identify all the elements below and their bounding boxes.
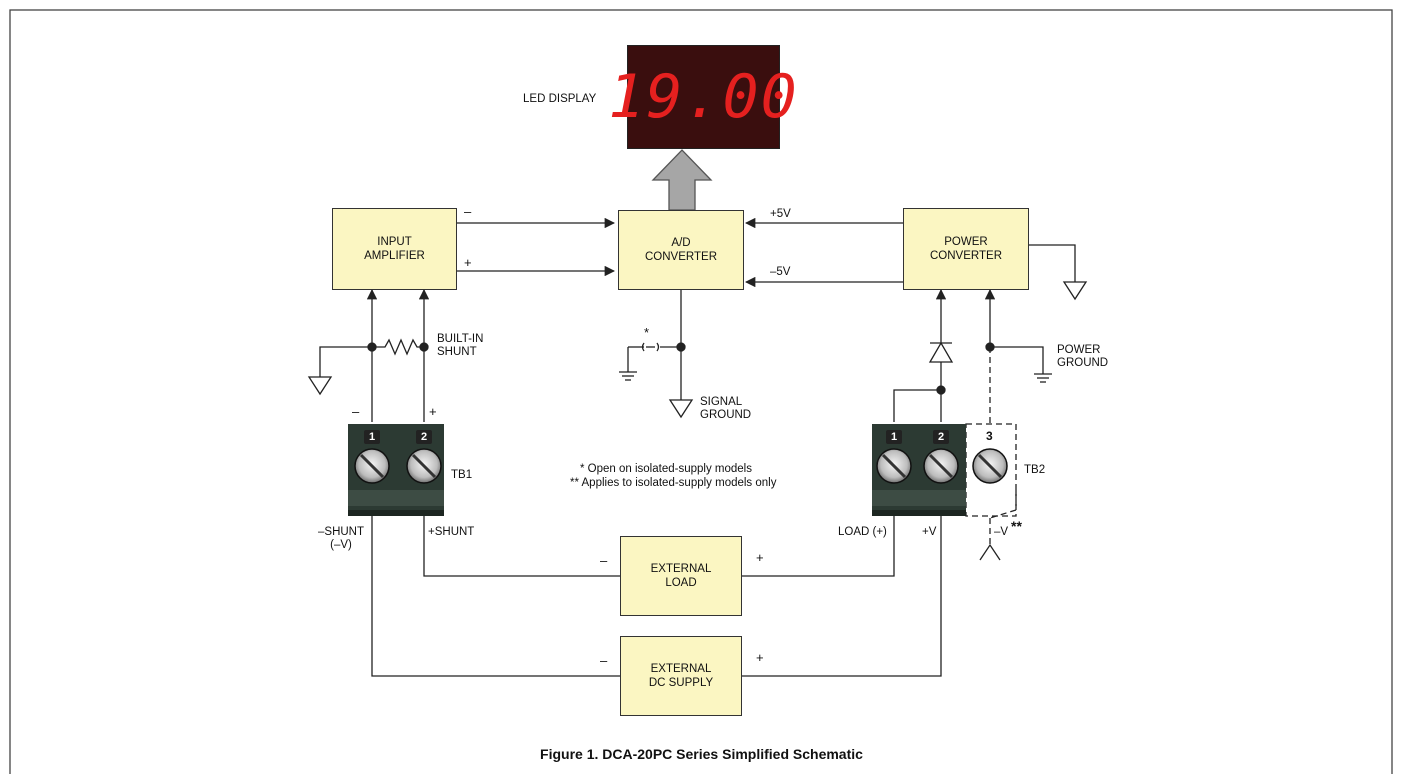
external-load-block: EXTERNAL LOAD [620,536,742,616]
ad-converter-block: A/D CONVERTER [618,210,744,290]
tb2-terminal-3: 3 [986,429,993,443]
led-display-label: LED DISPLAY [523,93,597,105]
tb2-label: TB2 [1024,464,1046,476]
star-marker: * [644,325,650,340]
power-converter-block: POWER CONVERTER [903,208,1029,290]
minus5v-label: –5V [770,266,791,278]
ad-converter-label: A/D CONVERTER [645,237,717,263]
external-load-label: EXTERNAL LOAD [650,563,712,589]
tb1-minus-sign: – [352,404,360,419]
supply-plus-sign: + [756,650,764,665]
double-star-marker: ** [1011,518,1022,534]
power-ground-label: POWER GROUND [1057,344,1109,369]
load-plus-label: LOAD (+) [838,526,887,538]
amp-plus-sign: + [464,255,472,270]
plus-shunt-label: +SHUNT [428,526,475,538]
figure-caption: Figure 1. DCA-20PC Series Simplified Sch… [540,746,863,762]
built-in-shunt-label: BUILT-IN SHUNT [437,333,484,358]
load-minus-sign: – [600,553,608,568]
note-open-isolated: * Open on isolated-supply models [580,463,752,475]
tb2-terminal-2: 2 [933,430,949,444]
input-amplifier-block: INPUT AMPLIFIER [332,208,457,290]
minus-shunt-label: –SHUNT (–V) [318,526,365,551]
power-converter-label: POWER CONVERTER [930,236,1002,262]
plus-v-label: +V [922,526,937,538]
signal-ground-label: SIGNAL GROUND [700,396,752,421]
plus5v-label: +5V [770,208,791,220]
supply-minus-sign: – [600,653,608,668]
load-plus-sign: + [756,550,764,565]
note-applies-isolated: ** Applies to isolated-supply models onl… [570,477,777,489]
led-display: 19.00 [608,45,797,149]
tb1-plus-sign: + [429,404,437,419]
tb2-terminal-1: 1 [886,430,902,444]
tb1-label: TB1 [451,469,473,481]
external-dc-supply-block: EXTERNAL DC SUPPLY [620,636,742,716]
tb1-terminal-1: 1 [364,430,380,444]
amp-minus-sign: – [464,204,472,219]
input-amplifier-label: INPUT AMPLIFIER [364,236,425,262]
tb1-terminal-2: 2 [416,430,432,444]
minus-v-label: –V [994,526,1009,538]
external-dc-supply-label: EXTERNAL DC SUPPLY [648,663,714,689]
